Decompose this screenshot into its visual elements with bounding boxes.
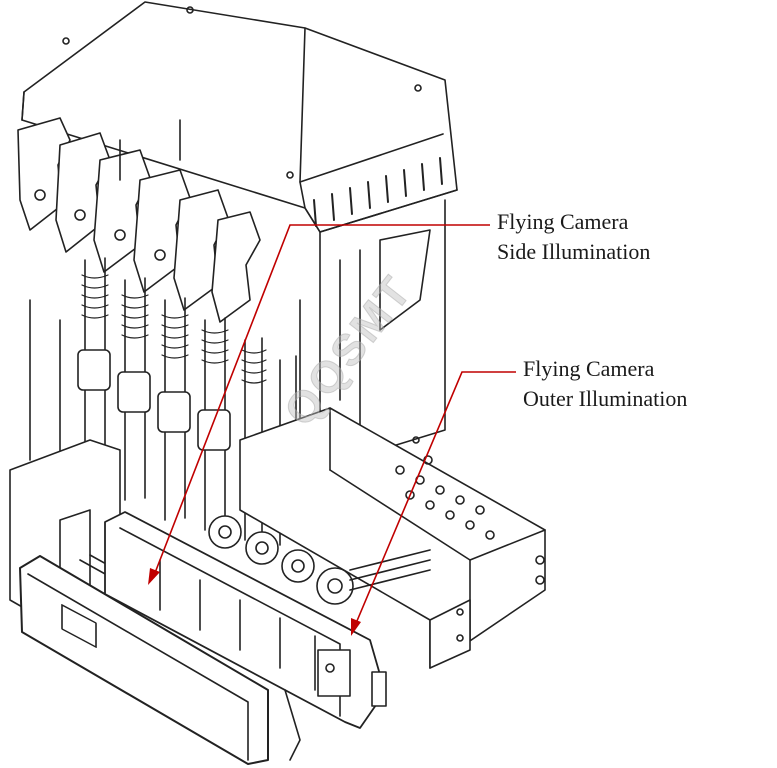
label-side-line1: Flying Camera (497, 209, 629, 234)
callout-side-arrowhead (148, 568, 160, 585)
label-side-line2: Side Illumination (497, 239, 651, 264)
label-outer-line1: Flying Camera (523, 356, 655, 381)
outer-illumination-frame (104, 511, 387, 761)
label-outer-illumination: Flying Camera Outer Illumination (523, 354, 687, 414)
label-side-illumination: Flying Camera Side Illumination (497, 207, 650, 267)
label-outer-line2: Outer Illumination (523, 386, 688, 411)
gear-assembly (208, 515, 431, 605)
top-cover (21, 1, 458, 233)
nozzle-head-units (17, 117, 261, 323)
callout-outer-illumination (353, 371, 516, 629)
callout-outer-arrowhead (351, 618, 361, 636)
mounting-plate (429, 599, 471, 669)
callout-side-illumination (152, 224, 490, 579)
